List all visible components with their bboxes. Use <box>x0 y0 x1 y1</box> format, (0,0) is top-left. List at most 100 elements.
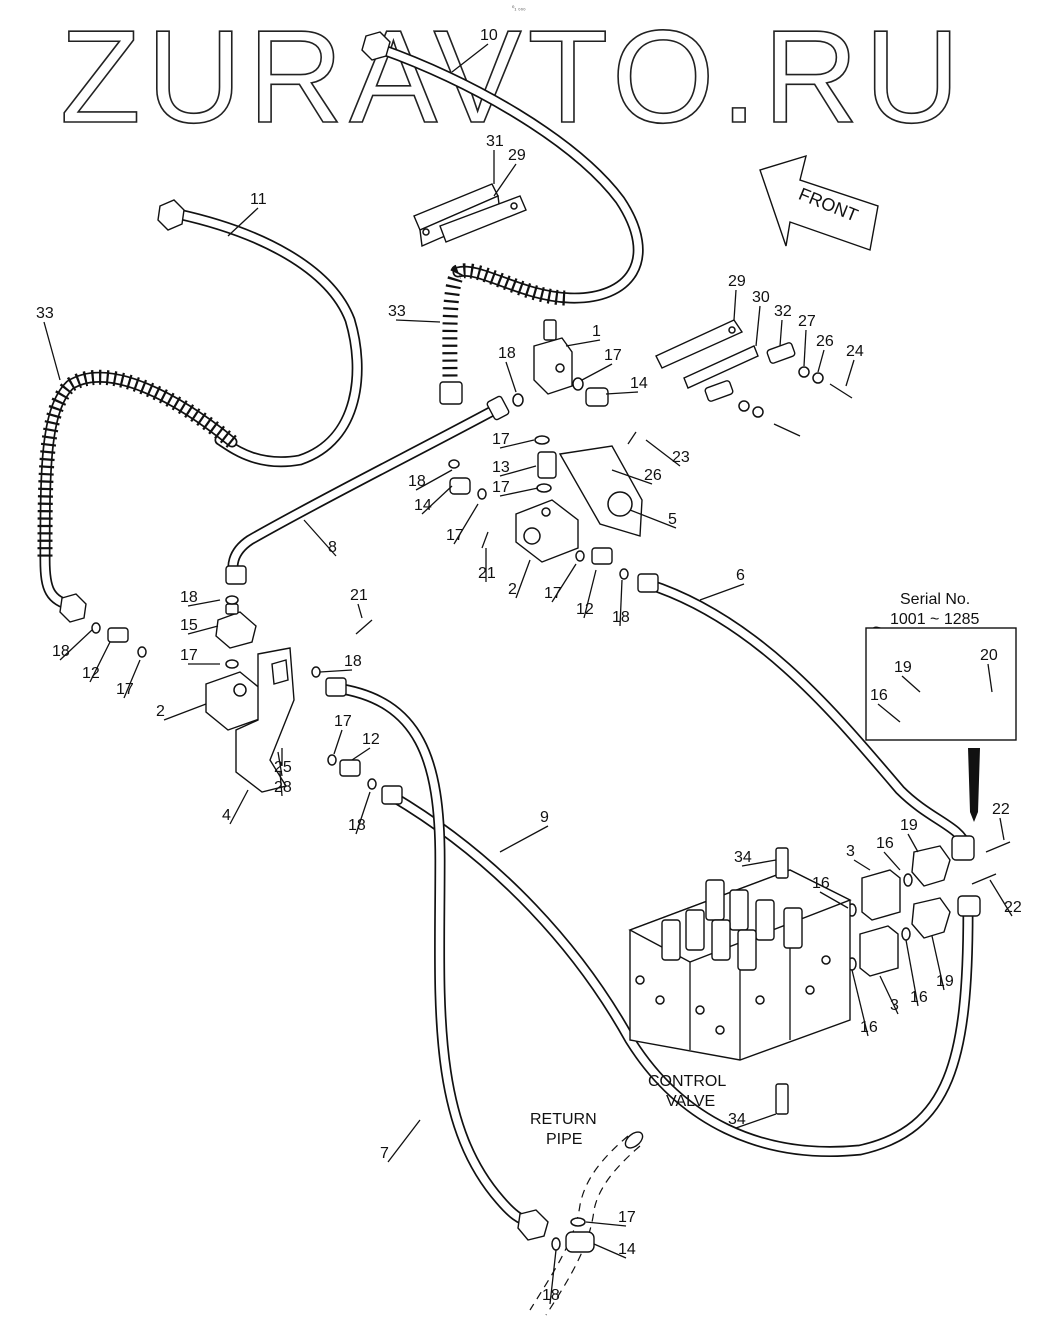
clamp-31-29 <box>413 183 527 248</box>
callout-c33b: 33 <box>388 303 406 320</box>
callout-c19b: 19 <box>900 817 918 834</box>
callout-c18c: 18 <box>612 609 630 626</box>
spacer-32 <box>766 342 796 364</box>
callout-c16d: 16 <box>910 989 928 1006</box>
callout-c34b: 34 <box>728 1111 746 1128</box>
captions: CONTROL VALVE RETURN PIPE <box>530 1073 726 1148</box>
leader-c29b <box>733 289 737 321</box>
elbow-14-a <box>585 387 609 407</box>
leader-c26b <box>611 469 653 485</box>
callout-c17g: 17 <box>116 681 134 698</box>
bracket-5 <box>558 445 643 537</box>
callout-c28: 28 <box>274 779 292 796</box>
hose-7 <box>325 677 549 1241</box>
hose-11-nut <box>157 199 185 231</box>
washer-26 <box>812 372 824 384</box>
return-pipe-caption-line2: PIPE <box>546 1131 582 1148</box>
hose-6-nut <box>637 573 659 593</box>
callout-c17h: 17 <box>334 713 352 730</box>
fitting-12-b <box>339 759 361 777</box>
leader-c16b <box>883 851 901 871</box>
callout-c15: 15 <box>180 617 198 634</box>
leader-c17c <box>499 487 539 497</box>
callout-c16a: 16 <box>870 687 888 704</box>
bolt-22-a <box>985 841 1011 853</box>
callout-c10: 10 <box>480 27 498 44</box>
callout-c34a: 34 <box>734 849 752 866</box>
return-pipe-caption-line1: RETURN <box>530 1111 597 1128</box>
callout-c17c: 17 <box>492 479 510 496</box>
hose-10 <box>361 31 644 405</box>
callout-c14c: 14 <box>618 1241 636 1258</box>
leader-c16d <box>905 939 919 1007</box>
leader-c20 <box>987 663 993 693</box>
leader-c28 <box>279 771 283 797</box>
leader-c18g <box>355 791 371 835</box>
clamp-29-30 <box>655 319 759 389</box>
fitting-12-a <box>107 627 129 643</box>
leader-c33a <box>43 321 61 381</box>
callout-c17f: 17 <box>180 647 198 664</box>
leader-c17e <box>551 563 577 603</box>
callout-c14b: 14 <box>414 497 432 514</box>
callout-leaders <box>43 43 1013 1305</box>
leader-c23 <box>645 439 681 467</box>
callout-c29b: 29 <box>728 273 746 290</box>
callout-c18b: 18 <box>408 473 426 490</box>
leader-c21b <box>357 603 363 619</box>
callout-c18a: 18 <box>498 345 516 362</box>
leader-c2a <box>515 559 531 599</box>
callout-c22b: 22 <box>1004 899 1022 916</box>
leader-c16a <box>877 703 901 723</box>
leader-c19b <box>907 833 919 853</box>
flange-block-3-a <box>861 869 901 921</box>
hose-8-elbow <box>225 565 247 585</box>
callout-c1: 1 <box>592 323 601 340</box>
leader-c27 <box>803 329 807 367</box>
fitting-15 <box>215 603 257 649</box>
callout-c18g: 18 <box>348 817 366 834</box>
serial-pointer-arrow <box>968 748 980 822</box>
leader-c34b <box>735 1113 777 1129</box>
callout-c9: 9 <box>540 809 549 826</box>
leader-c33b <box>395 319 441 323</box>
leader-c17i <box>585 1221 627 1227</box>
callout-c22a: 22 <box>992 801 1010 818</box>
callout-c7: 7 <box>380 1145 389 1162</box>
hose-33-left <box>37 369 238 623</box>
leader-c8 <box>303 519 337 557</box>
leader-c14c <box>593 1243 627 1259</box>
callout-c18d: 18 <box>180 589 198 606</box>
hose-7-nut-lower <box>517 1209 549 1241</box>
hose-9-flange-end <box>957 895 981 917</box>
control-valve-caption-line1: CONTROL <box>648 1073 726 1090</box>
leader-c9 <box>499 825 549 853</box>
leader-c10 <box>451 43 489 73</box>
callout-c13: 13 <box>492 459 510 476</box>
leader-c5 <box>629 509 677 529</box>
callout-c11: 11 <box>250 191 267 208</box>
plug-34-top <box>775 847 789 879</box>
o-rings <box>91 377 913 1251</box>
leader-c3b <box>879 975 899 1015</box>
leader-c12c <box>351 747 371 761</box>
callout-c19a: 19 <box>894 659 912 676</box>
watermark-text: ZURAVTO.RU <box>60 3 966 150</box>
serial-label: Serial No. <box>900 591 970 608</box>
leader-c18e <box>319 669 353 673</box>
hose-9 <box>381 785 981 1157</box>
callout-c12a: 12 <box>576 601 594 618</box>
callout-c20: 20 <box>980 647 998 664</box>
callout-c17e: 17 <box>544 585 562 602</box>
leader-c14a <box>605 391 639 395</box>
control-valve-spools <box>661 879 803 971</box>
hose-9-nut <box>381 785 403 805</box>
callout-c17i: 17 <box>618 1209 636 1226</box>
callout-c2a: 2 <box>508 581 517 598</box>
callout-c6: 6 <box>736 567 745 584</box>
callout-c24: 24 <box>846 343 864 360</box>
leader-c18f <box>59 629 93 661</box>
